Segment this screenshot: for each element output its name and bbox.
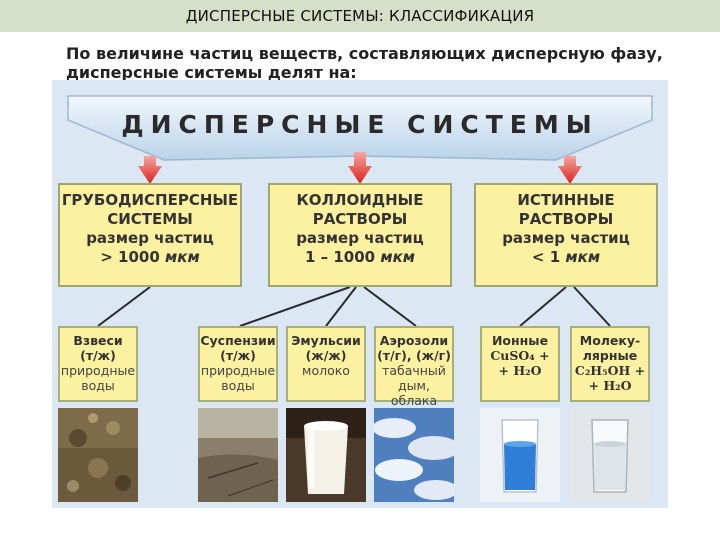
clouds-photo	[374, 408, 454, 502]
subtype-desc: C₂H₅OH + + H₂O	[574, 363, 646, 393]
category-size-label: размер частиц	[502, 229, 630, 247]
intro-text: По величине частиц веществ, составляющих…	[66, 44, 663, 82]
category-size-label: размер частиц	[86, 229, 214, 247]
category-size-label: размер частиц	[296, 229, 424, 247]
subtype-title: Молеку- лярные	[579, 333, 641, 363]
subtype-title: Суспензии (т/ж)	[200, 333, 276, 363]
subtype-desc: CuSO₄ + + H₂O	[490, 348, 550, 378]
blue-solution-beaker-photo	[480, 408, 560, 502]
subtype-desc: природные воды	[60, 363, 136, 393]
subtype-molecular: Молеку- лярные C₂H₅OH + + H₂O	[570, 326, 650, 402]
subtype-suspensions-coarse: Взвеси (т/ж) природные воды	[58, 326, 138, 402]
subtype-title: Взвеси (т/ж)	[73, 333, 123, 363]
page-title: ДИСПЕРСНЫЕ СИСТЕМЫ: КЛАССИФИКАЦИЯ	[185, 7, 535, 25]
category-colloid: КОЛЛОИДНЫЕ РАСТВОРЫ размер частиц 1 – 10…	[268, 183, 452, 287]
clear-solution-beaker-photo	[570, 408, 650, 502]
category-unit: мкм	[165, 248, 200, 266]
category-name: ИСТИННЫЕ РАСТВОРЫ	[517, 191, 615, 228]
category-true-solution: ИСТИННЫЕ РАСТВОРЫ размер частиц < 1 мкм	[474, 183, 658, 287]
banner-label: ДИСПЕРСНЫЕ СИСТЕМЫ	[121, 109, 599, 139]
subtype-title: Эмульсии (ж/ж)	[291, 333, 361, 363]
subtype-aerosol: Аэрозоли (т/г), (ж/г) табачный дым, обла…	[374, 326, 454, 408]
subtype-desc: табачный дым, облака	[382, 363, 446, 408]
river-water-photo	[198, 408, 278, 502]
category-coarse: ГРУБОДИСПЕРСНЫЕ СИСТЕМЫ размер частиц > …	[58, 183, 242, 287]
subtype-desc: природные воды	[200, 363, 276, 393]
category-size-value: > 1000	[100, 248, 160, 266]
category-name: ГРУБОДИСПЕРСНЫЕ СИСТЕМЫ	[61, 191, 239, 228]
milk-glass-photo	[286, 408, 366, 502]
category-size-value: < 1	[531, 248, 561, 266]
subtype-ionic: Ионные CuSO₄ + + H₂O	[480, 326, 560, 402]
category-name: КОЛЛОИДНЫЕ РАСТВОРЫ	[296, 191, 424, 228]
title-bar: ДИСПЕРСНЫЕ СИСТЕМЫ: КЛАССИФИКАЦИЯ	[0, 0, 720, 32]
muddy-water-photo	[58, 408, 138, 502]
subtype-emulsion: Эмульсии (ж/ж) молоко	[286, 326, 366, 402]
subtype-desc: молоко	[302, 363, 350, 378]
category-unit: мкм	[380, 248, 416, 266]
category-unit: мкм	[565, 248, 601, 266]
subtype-title: Ионные	[491, 333, 549, 348]
category-size-value: 1 – 1000	[304, 248, 376, 266]
subtype-title: Аэрозоли (т/г), (ж/г)	[377, 333, 451, 363]
subtype-suspension: Суспензии (т/ж) природные воды	[198, 326, 278, 402]
banner: ДИСПЕРСНЫЕ СИСТЕМЫ	[68, 96, 652, 152]
